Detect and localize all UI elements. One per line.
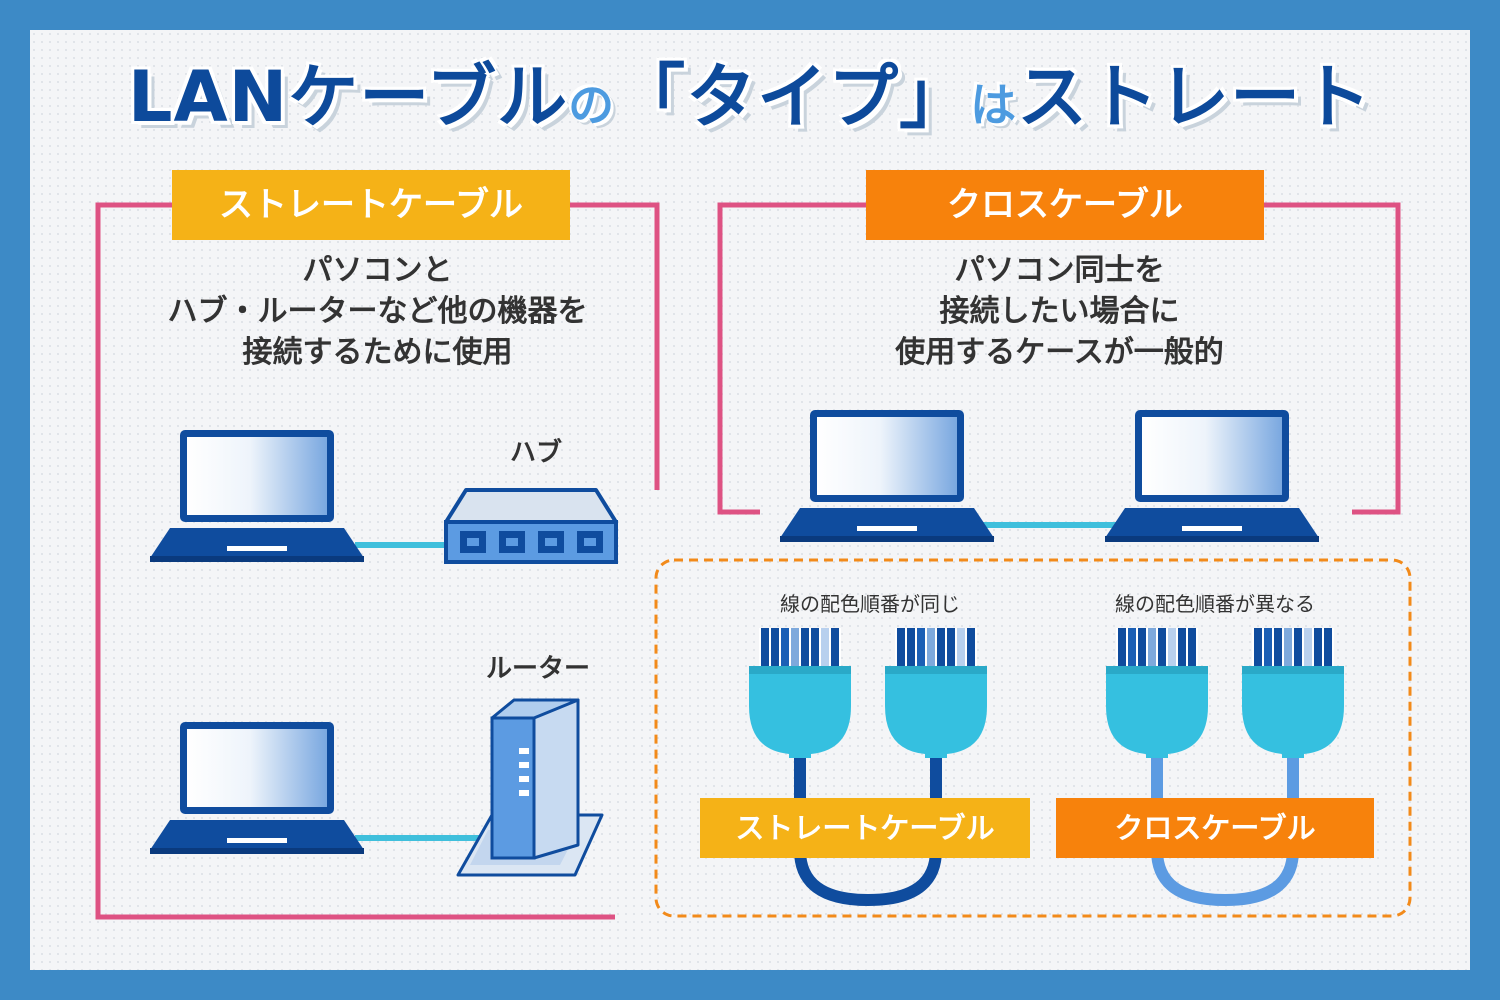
right-panel-border-right (1264, 202, 1401, 515)
hub-icon (444, 488, 618, 564)
cross-caption: 線の配色順番が異なる (1115, 592, 1315, 616)
laptop-icon (1105, 410, 1319, 542)
rj45-connector-icon (885, 628, 987, 758)
rj45-connector-icon (1242, 628, 1344, 758)
router-label: ルーター (486, 654, 591, 684)
title-part-5: ストレート (1017, 56, 1373, 138)
left-panel-border (95, 202, 615, 920)
cable-loop-icon (794, 755, 942, 907)
description-line: パソコンと (302, 253, 453, 288)
rj45-connector-icon (1106, 628, 1208, 758)
cross-cable-bottom-label: クロスケーブル (1056, 798, 1374, 858)
straight-caption: 線の配色順番が同じ (780, 592, 960, 616)
description-line: 接続するために使用 (242, 335, 513, 370)
title-part-4: は (970, 78, 1018, 132)
straight-cable-bottom-label: ストレートケーブル (700, 798, 1030, 858)
cable-loop-icon (1151, 755, 1299, 907)
description-line: 使用するケースが一般的 (895, 335, 1224, 370)
description-line: パソコン同士を (954, 253, 1165, 288)
rj45-connector-icon (749, 628, 851, 758)
description-line: ハブ・ルーターなど他の機器を (167, 294, 588, 329)
laptop-icon (150, 430, 364, 562)
title-part-1: LANケーブル (127, 56, 569, 138)
description-line: 接続したい場合に (939, 294, 1180, 329)
laptop-icon (780, 410, 994, 542)
title-part-2: の (568, 78, 616, 132)
title-part-3: 「タイプ」 (615, 56, 971, 138)
left-panel-border-right (570, 202, 660, 490)
laptop-icon (150, 722, 364, 854)
straight-description: パソコンと ハブ・ルーターなど他の機器を 接続するために使用 (100, 250, 655, 373)
straight-cable-label: ストレートケーブル (172, 170, 570, 240)
hub-label: ハブ (510, 438, 563, 468)
page-title: LANケーブルの「タイプ」はストレート (0, 52, 1500, 150)
cross-cable-label: クロスケーブル (866, 170, 1264, 240)
router-icon (456, 698, 604, 877)
cross-description: パソコン同士を 接続したい場合に 使用するケースが一般的 (782, 250, 1337, 373)
right-panel-border (717, 202, 866, 515)
comparison-dashed-box (654, 558, 1412, 918)
